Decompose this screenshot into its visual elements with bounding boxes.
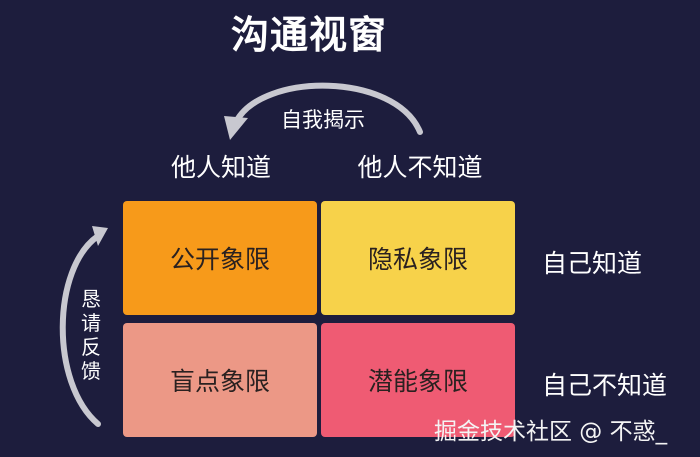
blind-quadrant: 盲点象限: [123, 323, 317, 437]
self-disclosure-label: 自我揭示: [281, 108, 365, 132]
open-quadrant-label: 公开象限: [169, 245, 270, 274]
top-arrowhead: [224, 116, 248, 140]
watermark: 掘金技术社区 @ 不惑_: [434, 419, 668, 445]
blind-quadrant-label: 盲点象限: [169, 367, 270, 396]
row-label-self-knows: 自己知道: [542, 249, 643, 278]
open-quadrant: 公开象限: [123, 201, 317, 315]
hidden-quadrant: 隐私象限: [321, 201, 515, 315]
ask-feedback-char: 馈: [81, 359, 101, 383]
ask-feedback-char: 恳: [81, 287, 101, 311]
row-label-self-doesnt-know: 自己不知道: [542, 371, 668, 400]
side-arrowhead: [92, 226, 108, 246]
ask-feedback-label: 恳 请 反 馈: [78, 287, 104, 383]
column-header-others-dont-know: 他人不知道: [357, 153, 483, 182]
diagram-title: 沟通视窗: [230, 13, 387, 57]
column-header-others-know: 他人知道: [170, 153, 271, 182]
unknown-quadrant: 潜能象限: [321, 323, 515, 437]
ask-feedback-char: 请: [81, 311, 101, 335]
ask-feedback-char: 反: [81, 335, 101, 359]
top-curved-arrow: [233, 82, 423, 135]
side-curved-arrow: [59, 233, 101, 427]
hidden-quadrant-label: 隐私象限: [367, 245, 468, 274]
unknown-quadrant-label: 潜能象限: [367, 367, 468, 396]
